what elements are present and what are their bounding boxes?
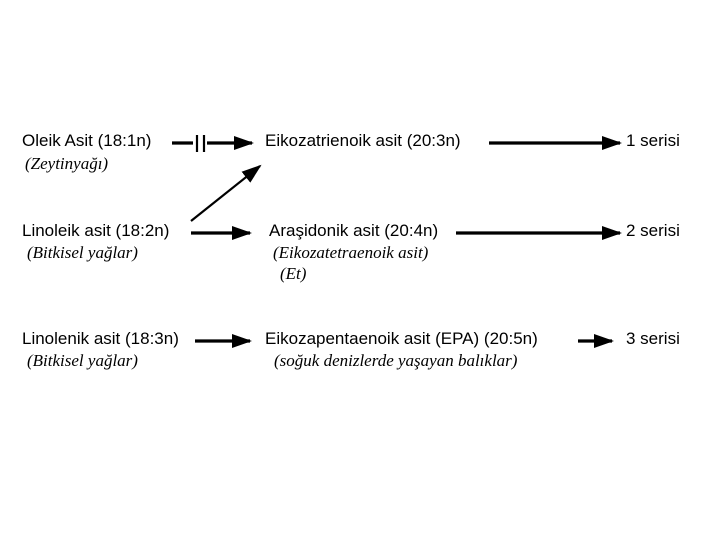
row3-intermediate-label: Eikozapentaenoik asit (EPA) (20:5n) — [265, 329, 538, 348]
row2-intermediate-label: Araşidonik asit (20:4n) — [269, 221, 439, 240]
row2-intermediate-note: (Eikozatetraenoik asit) — [273, 243, 429, 262]
row2-source-note: (Bitkisel yağlar) — [27, 243, 138, 262]
row3-result-label: 3 serisi — [626, 329, 680, 348]
row1-intermediate-label: Eikozatrienoik asit (20:3n) — [265, 131, 461, 150]
row2-intermediate-note2: (Et) — [280, 264, 307, 283]
row2-result-label: 2 serisi — [626, 221, 680, 240]
row2-source-label: Linoleik asit (18:2n) — [22, 221, 170, 240]
row3-source-note: (Bitkisel yağlar) — [27, 351, 138, 370]
row1-source-note: (Zeytinyağı) — [25, 154, 109, 173]
row3-source-label: Linolenik asit (18:3n) — [22, 329, 179, 348]
row3-intermediate-note: (soğuk denizlerde yaşayan balıklar) — [274, 351, 518, 370]
row1-source-label: Oleik Asit (18:1n) — [22, 131, 152, 150]
row1-result-label: 1 serisi — [626, 131, 680, 150]
blocked-arrow-icon — [172, 135, 254, 152]
diagonal-up-right-arrow-icon — [190, 164, 262, 222]
